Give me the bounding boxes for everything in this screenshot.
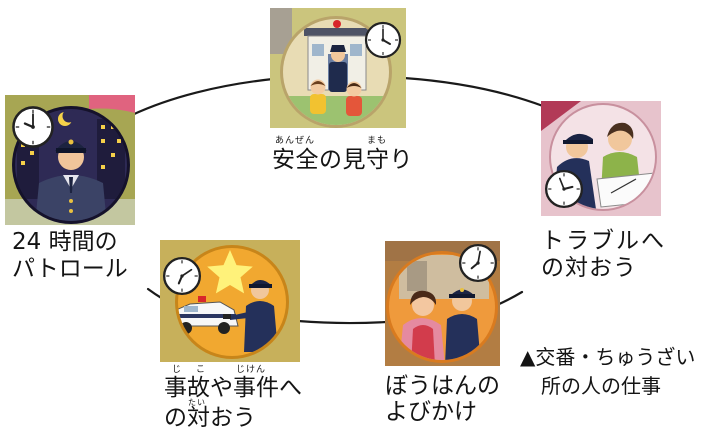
figure-caption-line2: 所の人の仕事 [541, 374, 661, 398]
clock-icon [12, 106, 54, 148]
clock-icon [364, 21, 402, 59]
illustration-crime-prevention [385, 241, 500, 366]
police-officer [35, 139, 107, 221]
illustration-trouble-response [541, 101, 661, 216]
label-crime-prevention-line1: ぼうはんの [385, 373, 500, 399]
police-officer [329, 45, 347, 92]
cycle-arc-watch-to-trouble [402, 76, 545, 108]
furigana-anzen: あんぜん [275, 136, 316, 146]
label-trouble-response-line2: の対おう [541, 255, 637, 281]
cycle-arc-trouble-to-prevention [495, 290, 524, 307]
furigana-jiken: じけん [236, 365, 267, 375]
police-officer [223, 280, 278, 352]
red-lamp [333, 20, 341, 28]
clock-icon [458, 243, 498, 283]
label-trouble-response-line1: トラブルへ [541, 228, 666, 254]
clock-icon [162, 256, 202, 296]
cycle-arc-prevention-to-incident [296, 319, 389, 325]
clock-icon [544, 169, 584, 209]
furigana-ji: じ [172, 365, 183, 375]
label-incident-response-line2: の対おう [164, 405, 256, 431]
label-safety-watch: 安全の見守り [272, 147, 413, 173]
furigana-mamo: まも [367, 136, 388, 146]
illustration-patrol [5, 95, 135, 225]
figure-caption-line1: ▲交番・ちゅうざい [520, 345, 696, 369]
illustration-incident-response [160, 240, 300, 362]
moon-icon [58, 109, 76, 126]
child-figure [310, 79, 326, 114]
label-patrol-line2: パトロール [12, 256, 128, 282]
cycle-arc-patrol-to-watch [130, 77, 275, 117]
illustration-safety-watch [270, 8, 406, 128]
label-crime-prevention-line2: よびかけ [385, 399, 477, 425]
furigana-tai: たい [188, 398, 206, 407]
label-incident-response-line1: 事故や事件へ [164, 375, 302, 401]
furigana-ko: こ [196, 365, 207, 375]
label-patrol-line1: 24 時間の [12, 229, 118, 255]
impact-burst [207, 250, 253, 294]
child-figure [346, 81, 362, 116]
